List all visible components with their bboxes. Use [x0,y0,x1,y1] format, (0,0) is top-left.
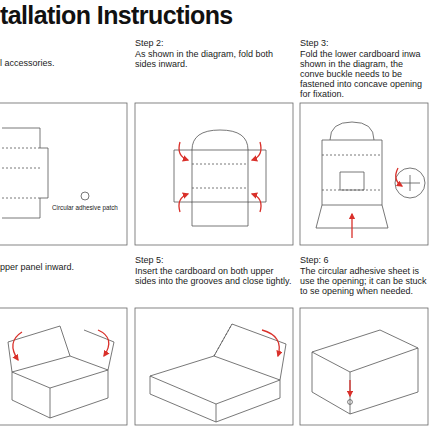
step-text: As shown in the diagram, fold both sides… [135,49,293,69]
step-panel: Step: 6The circular adhesive sheet is us… [300,255,429,426]
step-panel: Step 5:Insert the cardboard on both uppe… [135,255,295,426]
step-text: Fold the lower cardboard inwa shown in t… [300,49,427,99]
step-heading: Step 3: [300,38,427,48]
step-text: pper panel inward. [0,262,125,272]
step-text: The circular adhesive sheet is use the o… [300,266,427,296]
step-heading: Step 5: [135,255,293,265]
step-heading: Step: 6 [300,255,427,265]
panel-frames [0,103,428,425]
step-heading: Step 2: [135,38,293,48]
step-text: Insert the cardboard on both upper sides… [135,266,293,286]
step-panel: Step 2:As shown in the diagram, fold bot… [135,38,295,246]
sheet-title: tallation Instructions [0,1,233,30]
step-panel: Step 3:Fold the lower cardboard inwa sho… [300,38,429,246]
step-heading: l accessories. [0,58,125,68]
step-panel: l accessories. Circular adhesive patch [0,38,128,246]
part-label: Circular adhesive patch [52,204,128,211]
step-panel: pper panel inward. [0,255,128,426]
